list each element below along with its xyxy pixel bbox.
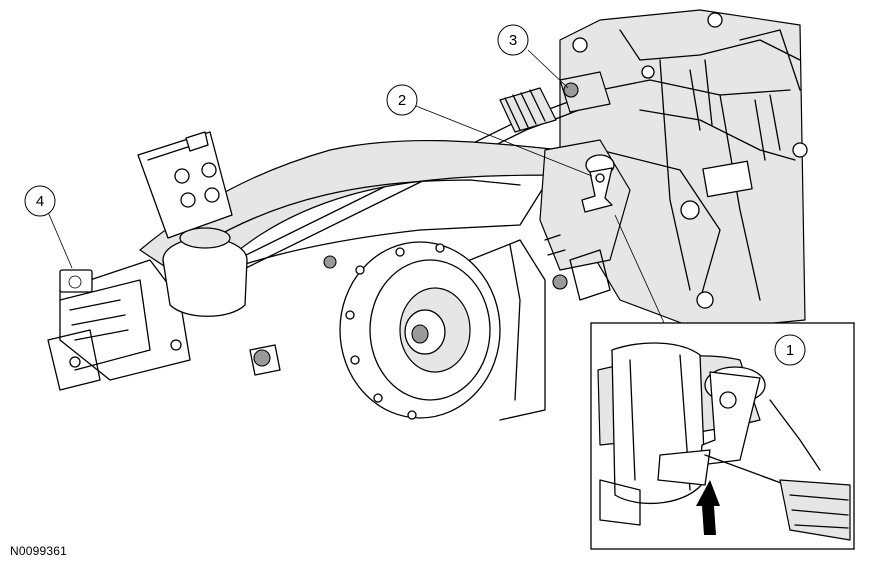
shift-cable	[239, 71, 611, 269]
detail-inset	[590, 322, 855, 550]
callout-1: 1	[774, 334, 806, 366]
shift-lever-area	[539, 139, 631, 301]
transmission-housing	[559, 9, 808, 331]
crossmember	[47, 139, 581, 391]
leader-2	[415, 105, 593, 177]
detail-arrow-icon	[696, 480, 720, 535]
transmission-mount	[137, 131, 248, 317]
callout-1-label: 1	[786, 342, 794, 359]
callout-2-label: 2	[398, 92, 406, 109]
output-flange	[339, 239, 546, 421]
callout-3: 3	[497, 24, 529, 56]
callout-3-label: 3	[509, 32, 517, 49]
callout-4: 4	[24, 185, 56, 217]
crossmember-bolts	[249, 255, 337, 376]
callout-2: 2	[386, 84, 418, 116]
callout-4-label: 4	[36, 193, 44, 210]
detail-pointer-line	[614, 214, 666, 326]
figure-id: N0099361	[10, 544, 67, 558]
leader-3	[527, 49, 569, 89]
leader-4	[47, 211, 73, 269]
